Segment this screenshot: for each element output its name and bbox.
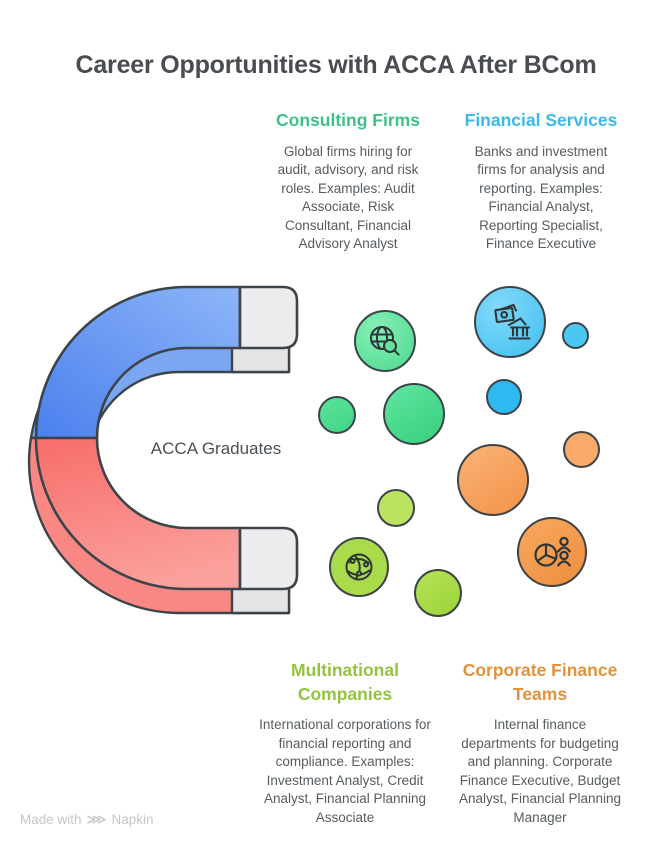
section-body-consulting: Global firms hiring for audit, advisory,…: [277, 143, 419, 252]
bubble-small-blue: [562, 322, 589, 349]
magnet-label: ACCA Graduates: [150, 439, 282, 458]
network-globe-icon: [345, 553, 373, 581]
bank-money-icon: [494, 303, 531, 340]
bubble-consulting: [354, 310, 416, 372]
watermark-brand: Napkin: [111, 812, 154, 827]
napkin-chevrons-icon: ⋙: [86, 811, 107, 827]
section-multinational-companies: Multinational Companies International co…: [249, 659, 441, 827]
bubble-multinational: [329, 537, 389, 597]
globe-search-icon: [370, 326, 400, 356]
section-title-corporate: Corporate Finance Teams: [462, 660, 618, 704]
section-body-corporate: Internal finance departments for budgeti…: [458, 717, 622, 825]
bubble-medium-blue: [486, 379, 522, 415]
pie-chart-people-icon: [534, 536, 571, 567]
bubble-small-lime: [377, 489, 415, 527]
page-title: Career Opportunities with ACCA After BCo…: [75, 51, 597, 79]
bubble-corporate: [517, 517, 587, 587]
section-title-financial: Financial Services: [464, 110, 618, 130]
watermark: Made with ⋙ Napkin: [20, 811, 153, 828]
section-title-multinational: Multinational Companies: [291, 660, 399, 704]
section-body-multinational: International corporations for financial…: [259, 717, 431, 825]
bubble-large-orange: [457, 444, 529, 516]
section-financial-services: Financial Services Banks and investment …: [446, 109, 636, 254]
magnet-icon: [27, 285, 299, 615]
section-title-consulting: Consulting Firms: [276, 110, 420, 130]
bubble-financial: [474, 286, 546, 358]
bubble-medium-lime: [414, 569, 462, 617]
section-body-financial: Banks and investment firms for analysis …: [474, 143, 608, 252]
section-corporate-finance-teams: Corporate Finance Teams Internal finance…: [446, 659, 634, 827]
section-consulting-firms: Consulting Firms Global firms hiring for…: [252, 109, 444, 254]
bubble-small-green: [318, 396, 356, 434]
watermark-prefix: Made with: [20, 812, 82, 827]
bubble-medium-green: [383, 383, 445, 445]
bubble-small-orange: [563, 431, 600, 468]
